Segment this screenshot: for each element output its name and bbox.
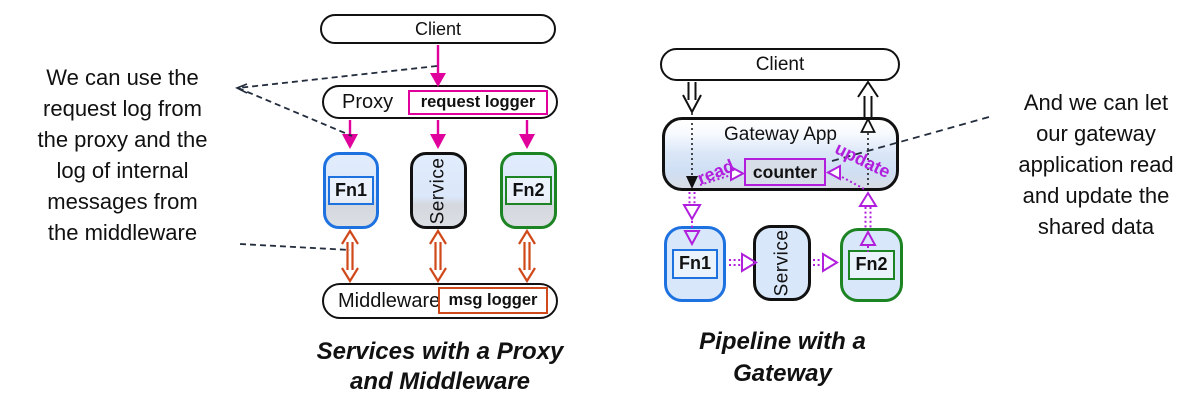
arrow-service-middleware — [429, 228, 447, 284]
caption-line: Pipeline with a — [699, 328, 866, 355]
request-logger-box: request logger — [408, 90, 548, 115]
left-service-box: Service — [410, 152, 467, 229]
note-line: messages from — [47, 189, 198, 214]
arrow-proxy-to-fn2 — [519, 120, 535, 149]
right-service-box: Service — [753, 225, 811, 301]
right-fn1-box: Fn1 — [664, 226, 726, 302]
left-fn1-label: Fn1 — [327, 175, 374, 206]
right-service-label: Service — [771, 229, 793, 297]
note-line: our gateway — [1036, 121, 1156, 146]
right-caption: Pipeline with a Gateway — [640, 326, 925, 390]
right-fn2-box: Fn2 — [840, 228, 903, 302]
arrow-proxy-to-fn1 — [342, 120, 358, 149]
right-annotation-note: And we can let our gateway application r… — [992, 87, 1200, 242]
arrow-fn1-middleware — [341, 228, 359, 284]
counter-box: counter — [744, 158, 826, 186]
note-line: request log from — [43, 96, 202, 121]
left-fn1-box: Fn1 — [323, 152, 379, 229]
arrow-fn1-to-service — [729, 252, 758, 273]
note-line: shared data — [1037, 214, 1155, 239]
msg-logger-label: msg logger — [448, 291, 538, 309]
note-line: and update the — [1022, 183, 1170, 208]
note-line: the middleware — [47, 220, 198, 245]
note-line: log of internal — [56, 158, 189, 183]
left-middleware-label: Middleware — [338, 289, 441, 312]
arrow-client-to-gateway — [682, 82, 702, 115]
arrow-service-to-fn2 — [813, 252, 839, 273]
right-fn1-label: Fn1 — [671, 249, 718, 279]
request-logger-label: request logger — [420, 93, 536, 111]
left-service-label: Service — [427, 157, 449, 224]
left-fn2-box: Fn2 — [500, 152, 557, 229]
note-line: And we can let — [1023, 90, 1169, 115]
arrow-client-to-proxy — [430, 45, 446, 87]
msg-logger-box: msg logger — [438, 287, 548, 314]
left-client-box: Client — [320, 14, 556, 44]
left-fn2-label: Fn2 — [505, 175, 552, 206]
counter-label: counter — [752, 161, 818, 182]
right-fn2-label: Fn2 — [848, 250, 895, 280]
arrow-fn2-middleware — [518, 228, 536, 284]
left-annotation-note: We can use the request log from the prox… — [5, 62, 240, 248]
right-client-label: Client — [755, 53, 805, 75]
right-client-box: Client — [660, 48, 900, 81]
arrow-proxy-to-service — [430, 120, 446, 149]
note-line: We can use the — [46, 65, 199, 90]
note-line: the proxy and the — [37, 127, 208, 152]
note-line: application read — [1018, 152, 1174, 177]
left-proxy-label: Proxy — [342, 90, 394, 113]
left-client-label: Client — [414, 18, 462, 39]
caption-line: Services with a Proxy — [316, 338, 564, 365]
caption-line: Gateway — [733, 360, 832, 387]
caption-line: and Middleware — [349, 368, 531, 395]
gateway-app-label: Gateway App — [723, 124, 838, 145]
left-caption: Services with a Proxy and Middleware — [270, 337, 610, 397]
